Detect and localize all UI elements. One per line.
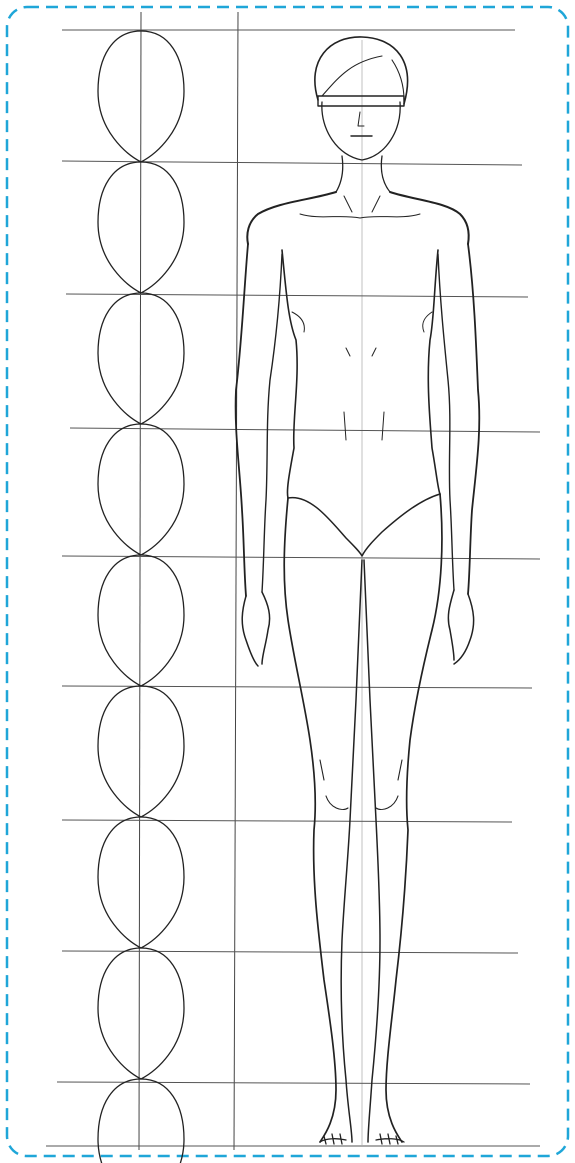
guide-line-2	[66, 294, 528, 297]
vertical-guides	[139, 12, 362, 1150]
guide-line-6	[62, 820, 512, 822]
head-unit-4	[98, 424, 184, 555]
figure-hair	[315, 37, 408, 104]
figure-nose	[358, 112, 364, 126]
figure-eye-band	[318, 96, 404, 106]
head-unit-5	[98, 555, 184, 686]
figure-torso-left	[282, 250, 297, 498]
guide-line-8	[57, 1082, 530, 1084]
figure-leg-left-inner	[341, 560, 362, 1142]
dashed-frame	[7, 7, 568, 1156]
figure-margin-line	[234, 12, 238, 1150]
croquis-figure	[236, 37, 480, 1144]
figure-collarbone	[300, 196, 420, 218]
head-column-centerline	[139, 12, 141, 1150]
figure-face	[322, 102, 400, 160]
figure-shoulder-left	[247, 192, 336, 244]
figure-arm-right-inner	[438, 254, 454, 590]
figure-hand-right	[448, 590, 473, 664]
guide-line-7	[62, 951, 518, 953]
head-unit-9	[98, 1079, 184, 1163]
figure-neck	[336, 156, 390, 192]
figure-hand-left	[242, 592, 269, 666]
guide-line-4	[62, 556, 540, 559]
figure-torso-right	[428, 250, 440, 494]
head-unit-3	[98, 293, 184, 424]
figure-leg-right-inner	[364, 560, 380, 1142]
figure-knees	[320, 760, 402, 810]
figure-leg-right-outer	[386, 494, 442, 1142]
figure-hair-part	[322, 56, 404, 100]
head-unit-6	[98, 686, 184, 817]
horizontal-guides	[46, 30, 540, 1146]
figure-briefs	[288, 494, 440, 556]
head-unit-7	[98, 817, 184, 948]
figure-arm-left-inner	[262, 254, 282, 592]
head-unit-8	[98, 948, 184, 1079]
figure-shoulder-right	[390, 192, 469, 244]
figure-leg-left-outer	[284, 498, 336, 1142]
